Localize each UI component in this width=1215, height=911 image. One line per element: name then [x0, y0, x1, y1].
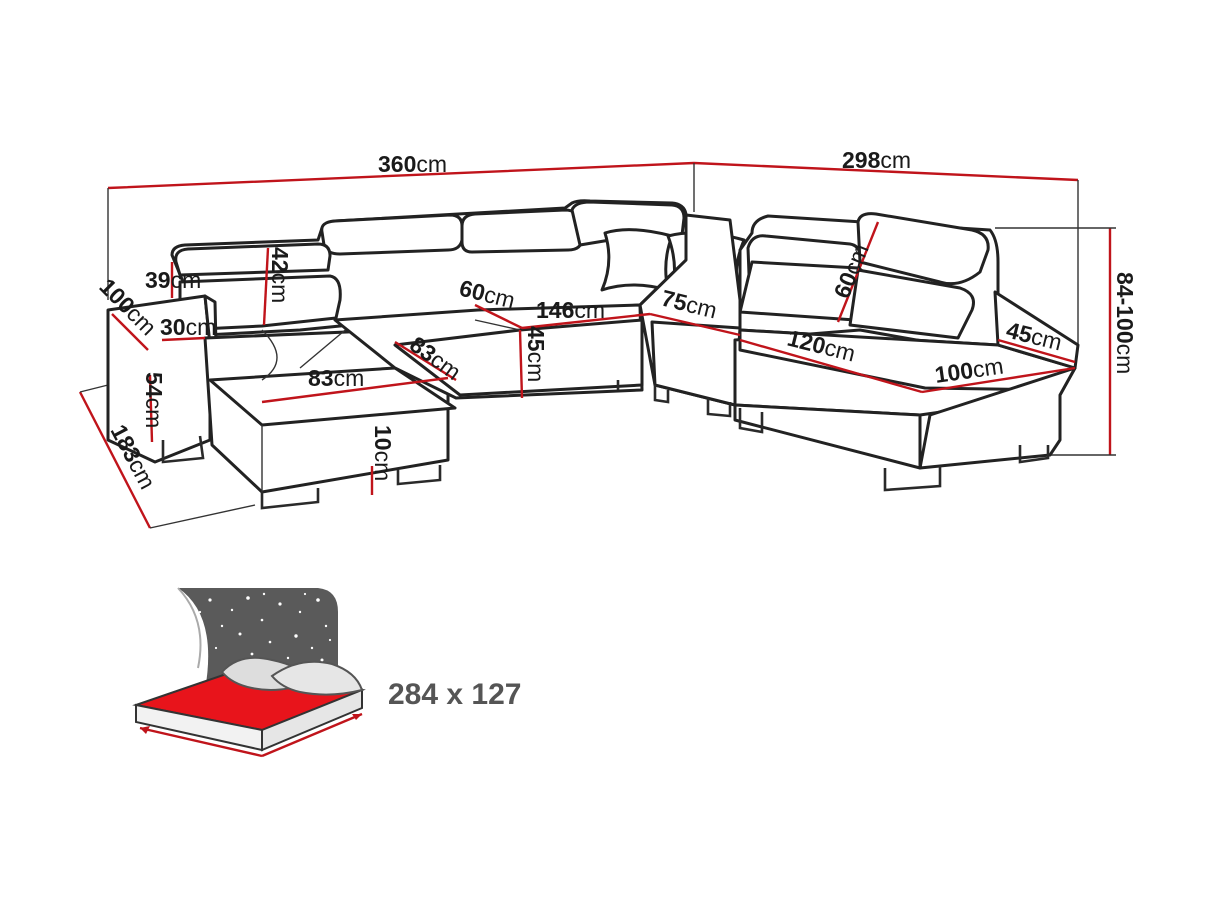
label-middle-width: 146cm — [536, 297, 605, 323]
bed-size-label: 284 x 127 — [388, 678, 521, 711]
sofa-body — [106, 199, 1080, 494]
bed-icon — [132, 587, 366, 758]
stars-icon — [168, 592, 332, 678]
dimension-markers — [111, 221, 1076, 495]
label-corner-width: 298cm — [842, 147, 911, 173]
label-right-seat-depth: 100cm — [933, 353, 1005, 388]
label-seat-height: 45cm — [523, 326, 549, 382]
label-corner-seat: 75cm — [659, 285, 720, 324]
label-overall-width: 360cm — [378, 151, 447, 177]
label-overall-height: 84-100cm — [1112, 272, 1138, 374]
overall-dimension-lines — [78, 161, 1116, 529]
sofa-legs — [161, 380, 1050, 510]
label-armrest-height: 39cm — [145, 267, 201, 293]
label-chaise-width: 83cm — [308, 365, 364, 391]
label-leg-height: 10cm — [370, 425, 396, 481]
label-arm-width: 30cm — [160, 314, 216, 340]
label-side-height: 54cm — [141, 372, 167, 428]
label-headrest-left: 42cm — [267, 247, 293, 303]
